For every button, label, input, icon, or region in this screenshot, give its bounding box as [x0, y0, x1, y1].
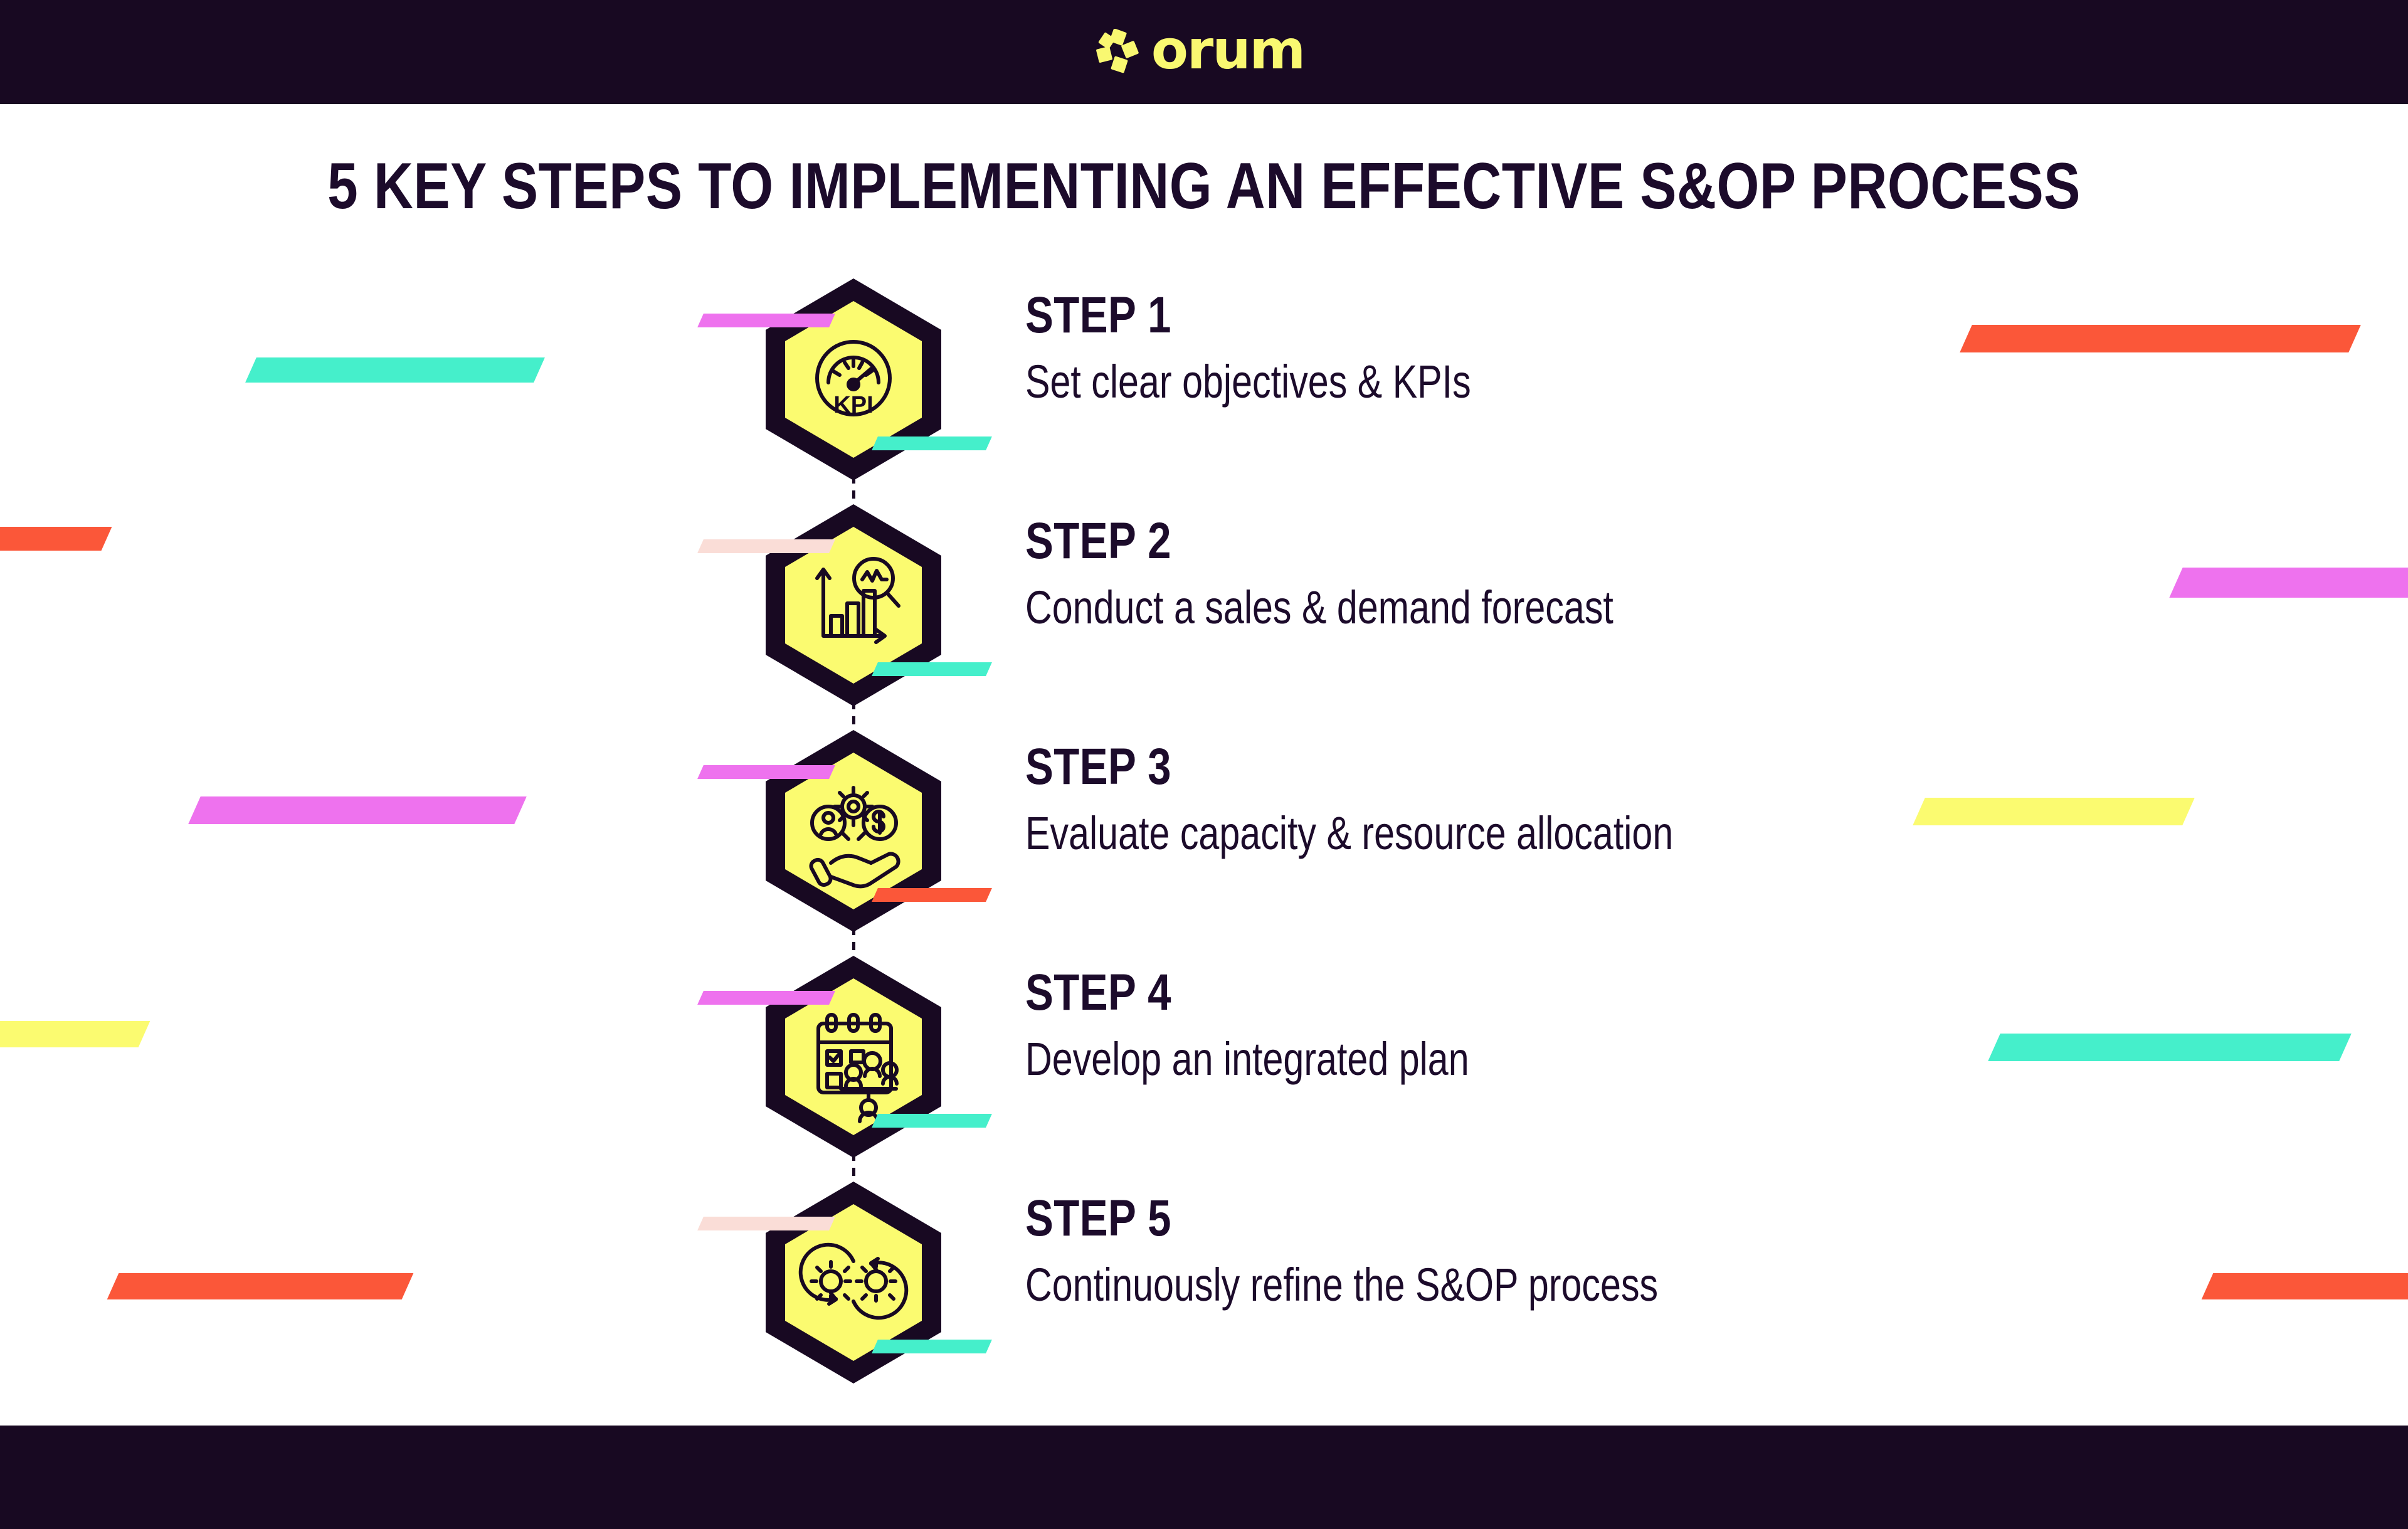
step-label: STEP 1	[1025, 287, 1171, 344]
step-description: Evaluate capacity & resource allocation	[1025, 807, 1674, 859]
step-connector	[852, 1153, 855, 1189]
brand-logo[interactable]: orum	[1094, 19, 1306, 82]
step-label: STEP 5	[1025, 1190, 1171, 1247]
step-text-block: STEP 4 Develop an integrated plan	[1025, 967, 1580, 1084]
step-description: Continuously refine the S&OP process	[1025, 1259, 1659, 1311]
step-description: Conduct a sales & demand forecast	[1025, 581, 1613, 633]
hexagon-shape: KPI	[761, 276, 946, 483]
step-text-block: STEP 1 Set clear objectives & KPIs	[1025, 290, 1582, 406]
hexagon-shape	[761, 1179, 946, 1386]
step-row: STEP 5 Continuously refine the S&OP proc…	[0, 1179, 2408, 1405]
step-label: STEP 4	[1025, 964, 1171, 1021]
step-row: STEP 4 Develop an integrated plan	[0, 953, 2408, 1189]
accent-slash-bottom-right	[872, 662, 992, 676]
accent-slash-top-left	[697, 1217, 835, 1230]
step-connector	[852, 701, 855, 738]
step-label: STEP 3	[1025, 738, 1171, 795]
step-badge[interactable]	[697, 502, 992, 709]
accent-slash-bottom-right	[872, 436, 992, 450]
accent-slash-top-left	[697, 314, 835, 327]
header-bar: orum	[0, 0, 2408, 104]
calendar-team-meeting-icon	[816, 1013, 899, 1123]
step-badge[interactable]	[697, 1179, 992, 1386]
step-text-block: STEP 5 Continuously refine the S&OP proc…	[1025, 1193, 1816, 1309]
step-badge[interactable]	[697, 953, 992, 1160]
step-badge[interactable]	[697, 727, 992, 934]
accent-slash-bottom-right	[872, 1114, 992, 1128]
accent-slash-top-left	[697, 991, 835, 1005]
brand-wordmark: orum	[1151, 19, 1306, 82]
accent-slash-bottom-right	[872, 888, 992, 902]
accent-slash-top-left	[697, 539, 835, 553]
footer-bar	[0, 1426, 2408, 1529]
hexagon-shape	[761, 953, 946, 1160]
step-description: Develop an integrated plan	[1025, 1033, 1469, 1085]
step-text-block: STEP 2 Conduct a sales & demand forecast	[1025, 516, 1760, 632]
hand-resources-icon	[809, 786, 900, 889]
step-row: KPI STEP 1 Set clear objectives & KPIs	[0, 276, 2408, 512]
step-text-block: STEP 3 Evaluate capacity & resource allo…	[1025, 741, 1835, 858]
gears-refresh-icon	[798, 1242, 909, 1320]
page-title: 5 KEY STEPS TO IMPLEMENTING AN EFFECTIVE…	[327, 150, 2081, 223]
hexagon-shape	[761, 502, 946, 709]
steps-list: KPI STEP 1 Set clear objectives & KPIs	[0, 276, 2408, 1405]
step-row: STEP 3 Evaluate capacity & resource allo…	[0, 727, 2408, 963]
svg-text:KPI: KPI	[833, 392, 873, 418]
kpi-gauge-icon	[815, 340, 892, 416]
step-connector	[852, 475, 855, 512]
step-label: STEP 2	[1025, 512, 1171, 569]
hexagon-shape	[761, 727, 946, 934]
step-badge[interactable]: KPI	[697, 276, 992, 483]
step-connector	[852, 927, 855, 963]
bar-chart-magnifier-icon	[815, 557, 900, 644]
accent-slash-bottom-right	[872, 1340, 992, 1353]
step-row: STEP 2 Conduct a sales & demand forecast	[0, 502, 2408, 738]
accent-slash-top-left	[697, 765, 835, 779]
orum-pinwheel-icon	[1094, 29, 1140, 75]
step-description: Set clear objectives & KPIs	[1025, 356, 1471, 408]
